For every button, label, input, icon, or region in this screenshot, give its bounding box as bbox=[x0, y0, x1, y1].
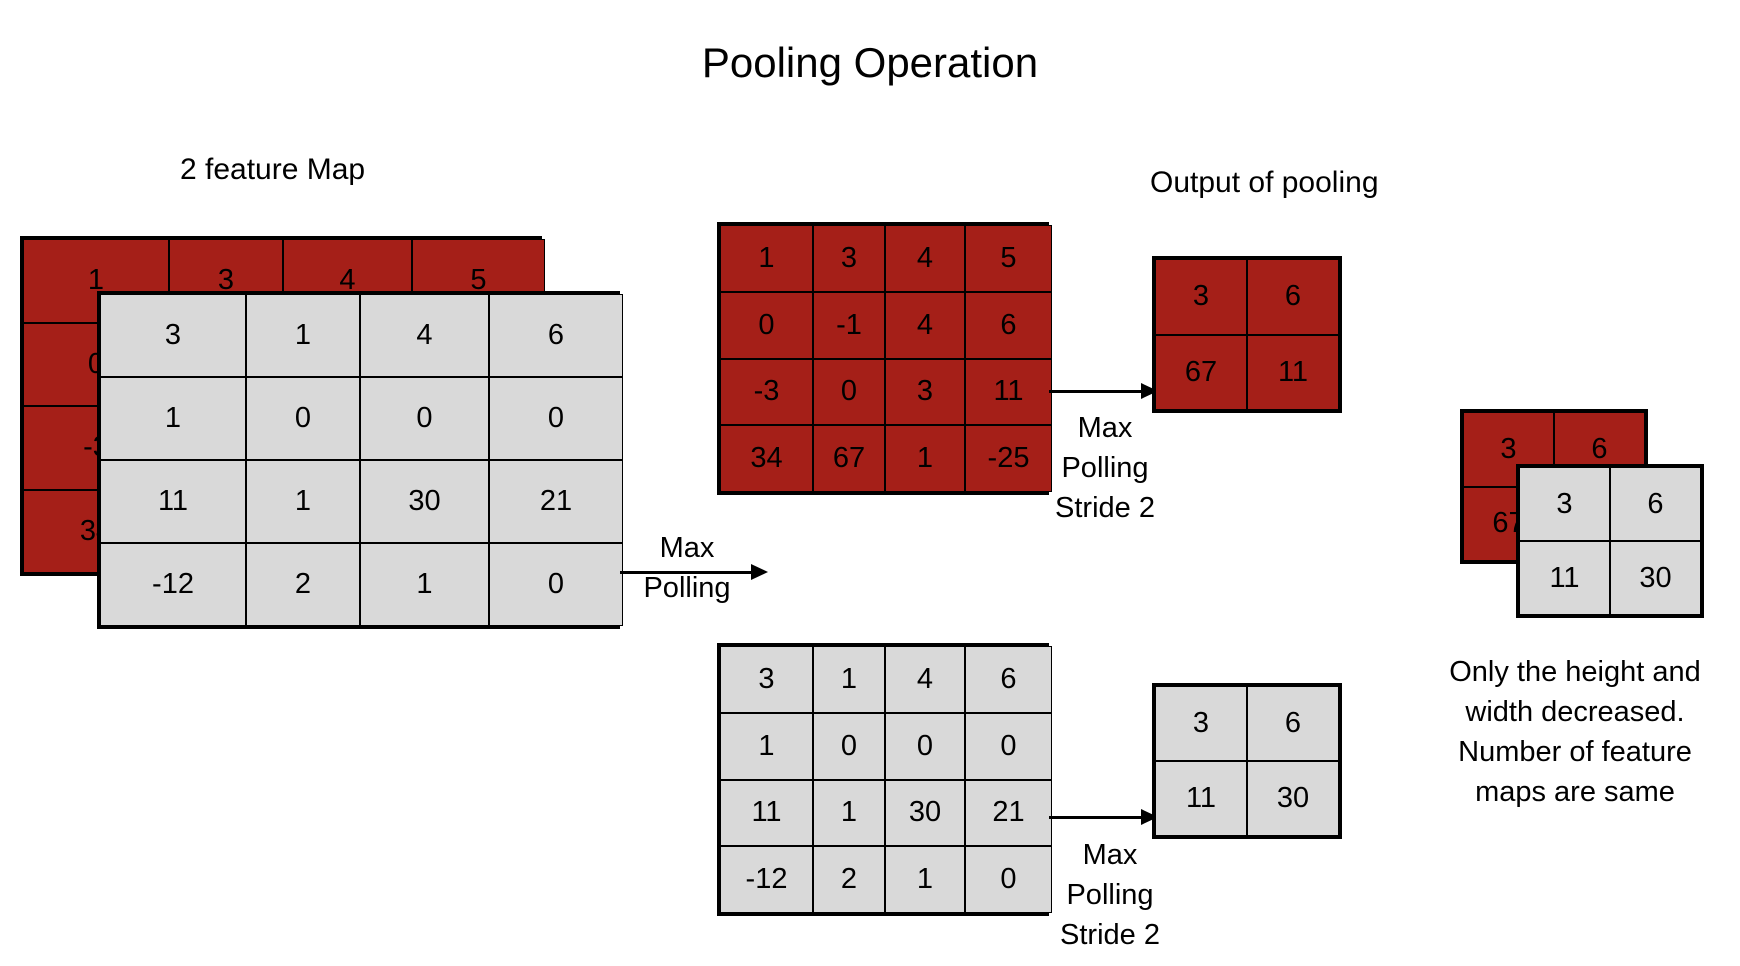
grid-cell: 11 bbox=[1155, 761, 1247, 836]
grid-cell: 1 bbox=[720, 225, 813, 292]
grid-cell: 1 bbox=[246, 294, 360, 377]
max-polling-arrow bbox=[620, 564, 768, 580]
op-label-line: Max bbox=[1082, 839, 1138, 871]
note-line: Only the height and bbox=[1449, 656, 1701, 688]
grid-cell: 67 bbox=[813, 425, 885, 492]
pooling-arrow-1 bbox=[1049, 383, 1158, 399]
grid-cell: -12 bbox=[100, 543, 246, 626]
grid-cell: -3 bbox=[720, 358, 813, 426]
grid-cell: 0 bbox=[885, 712, 965, 780]
max-polling-stride-label-1: Max Polling Stride 2 bbox=[1050, 408, 1160, 528]
grid-cell: 30 bbox=[360, 460, 489, 543]
grid-cell: 0 bbox=[489, 543, 623, 626]
grid-cell: 1 bbox=[885, 846, 965, 913]
op-label-line: Stride 2 bbox=[1060, 919, 1160, 951]
grid-cell: 2 bbox=[813, 846, 885, 913]
max-polling-label: Max Polling bbox=[632, 528, 742, 608]
grid-cell: 11 bbox=[1247, 334, 1339, 410]
grid-cell: 0 bbox=[965, 712, 1052, 780]
grid-cell: 6 bbox=[1247, 686, 1339, 761]
grid-cell: 21 bbox=[965, 779, 1052, 847]
grid-cell: 3 bbox=[1519, 467, 1610, 541]
op-label-line: Polling bbox=[1066, 879, 1154, 911]
note-line: Number of feature bbox=[1458, 736, 1692, 768]
grid-cell: 3 bbox=[100, 294, 246, 377]
note-line: width decreased. bbox=[1465, 696, 1685, 728]
grid-cell: 1 bbox=[23, 239, 169, 323]
grid-cell: 4 bbox=[885, 225, 965, 292]
grid-cell: 30 bbox=[885, 779, 965, 847]
pooling-note: Only the height and width decreased. Num… bbox=[1425, 652, 1725, 812]
grid-cell: 0 bbox=[246, 377, 360, 460]
max-polling-label-line: Max bbox=[659, 532, 715, 564]
grid-cell: 1 bbox=[813, 646, 885, 713]
grid-cell: 6 bbox=[965, 646, 1052, 713]
grid-cell: 11 bbox=[1519, 541, 1610, 615]
grid-cell: 5 bbox=[965, 225, 1052, 292]
grid-cell: 21 bbox=[489, 460, 623, 543]
grid-cell: 0 bbox=[360, 377, 489, 460]
grid-cell: 0 bbox=[813, 712, 885, 780]
grid-cell: 1 bbox=[100, 377, 246, 460]
grid-cell: 0 bbox=[813, 358, 885, 426]
grid-cell: 11 bbox=[100, 460, 246, 543]
grid-cell: 6 bbox=[489, 294, 623, 377]
grid-cell: -1 bbox=[813, 291, 885, 359]
grid-cell: 4 bbox=[885, 291, 965, 359]
grid-cell: 6 bbox=[965, 291, 1052, 359]
op-label-line: Stride 2 bbox=[1055, 492, 1155, 524]
grid-cell: 1 bbox=[885, 425, 965, 492]
grid-cell: 1 bbox=[813, 779, 885, 847]
grid-cell: 3 bbox=[1155, 686, 1247, 761]
max-polling-stride-label-2: Max Polling Stride 2 bbox=[1055, 835, 1165, 955]
grid-cell: -12 bbox=[720, 846, 813, 913]
grid-cell: -25 bbox=[965, 425, 1052, 492]
grid-cell: 3 bbox=[720, 646, 813, 713]
grid-cell: 0 bbox=[489, 377, 623, 460]
grid-cell: 1 bbox=[360, 543, 489, 626]
grid-cell: 11 bbox=[720, 779, 813, 847]
grid-cell: 6 bbox=[1247, 259, 1339, 335]
grid-cell: 67 bbox=[1155, 334, 1247, 410]
grid-cell: 2 bbox=[246, 543, 360, 626]
grid-cell: 4 bbox=[360, 294, 489, 377]
grid-cell: 34 bbox=[720, 425, 813, 492]
grid-cell: 1 bbox=[246, 460, 360, 543]
grid-cell: 0 bbox=[965, 846, 1052, 913]
grid-cell: 3 bbox=[813, 225, 885, 292]
max-polling-label-line: Polling bbox=[643, 572, 731, 604]
grid-cell: 1 bbox=[720, 712, 813, 780]
op-label-line: Polling bbox=[1061, 452, 1149, 484]
grid-cell: 4 bbox=[885, 646, 965, 713]
op-label-line: Max bbox=[1077, 412, 1133, 444]
grid-cell: 0 bbox=[720, 291, 813, 359]
note-line: maps are same bbox=[1475, 776, 1675, 808]
grid-cell: 6 bbox=[1610, 467, 1701, 541]
grid-cell: 30 bbox=[1247, 761, 1339, 836]
grid-cell: 3 bbox=[885, 358, 965, 426]
feature-map-label: 2 feature Map bbox=[180, 153, 366, 186]
grid-cell: 3 bbox=[1155, 259, 1247, 335]
output-label: Output of pooling bbox=[1150, 166, 1379, 199]
diagram-title: Pooling Operation bbox=[701, 39, 1039, 86]
pooling-arrow-2 bbox=[1049, 809, 1158, 825]
grid-cell: 30 bbox=[1610, 541, 1701, 615]
grid-cell: 11 bbox=[965, 358, 1052, 426]
